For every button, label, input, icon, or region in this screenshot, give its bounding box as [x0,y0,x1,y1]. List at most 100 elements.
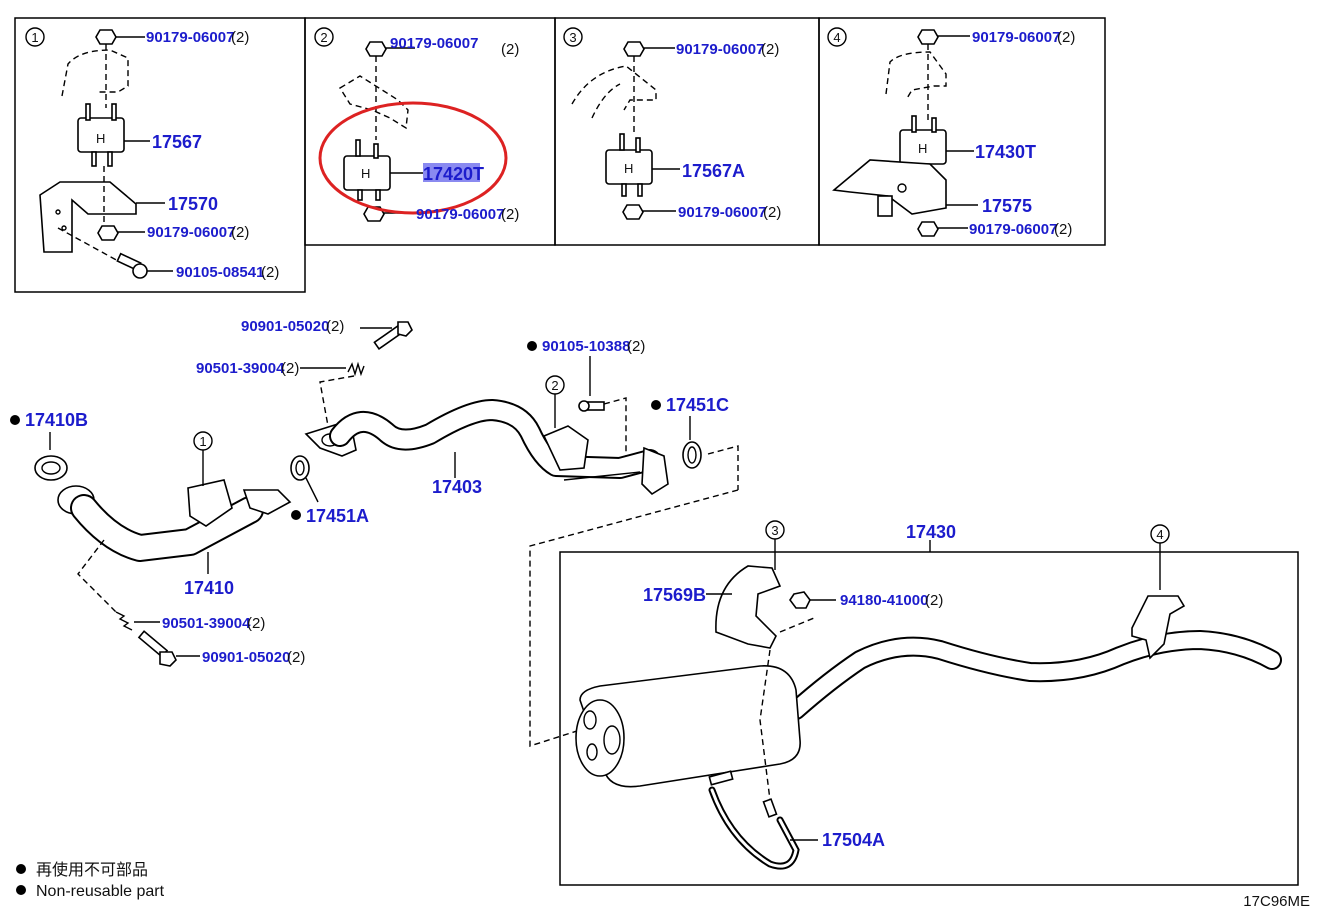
nut-icon [622,204,644,220]
legend-text-cn: 再使用不可部品 [36,861,148,879]
qty-label: (2) [1054,221,1072,238]
spring-icon [115,611,133,631]
part-label-90179-06007: 90179-06007 [416,206,504,223]
qty-label: (2) [1057,29,1075,46]
svg-text:H: H [361,166,370,181]
callout-circle-3 [563,27,583,47]
part-label-17504A: 17504A [822,830,885,850]
callout-2-main-label: 2 [551,378,558,393]
part-label-90179-06007: 90179-06007 [972,29,1060,46]
nut-icon [917,221,939,237]
qty-label: (2) [231,29,249,46]
qty-label: (2) [247,615,265,632]
qty-label: (2) [501,41,519,58]
bolt-90901-05020-top [360,321,413,350]
callout-4-label: 4 [833,30,840,45]
qty-label: (2) [627,338,645,355]
part-label-90179-06007: 90179-06007 [678,204,766,221]
part-label-90105-10388: 90105-10388 [542,338,630,355]
gasket-icon [290,455,310,481]
nut-icon [789,591,811,609]
inset-box-4 [818,17,1106,246]
hanger-bracket-icon [1131,595,1186,660]
muffler-icon [579,665,801,788]
qty-label: (2) [761,41,779,58]
diagram-code: 17C96ME [1243,893,1310,910]
pipe-17410 [57,479,292,562]
qty-label: (2) [287,649,305,666]
flange-icon [242,489,292,515]
callout-3-label: 3 [569,30,576,45]
part-label-17569B: 17569B [643,585,706,605]
part-label-17430T: 17430T [975,142,1036,162]
inset-1-drawing: H [39,29,173,279]
qty-label: (2) [231,224,249,241]
inset-2-drawing: H [339,41,424,222]
legend-text-en: Non-reusable part [36,883,165,900]
qty-label: (2) [261,264,279,281]
qty-label: (2) [501,206,519,223]
part-label-90501-39004: 90501-39004 [196,360,285,377]
part-label-17410B: 17410B [25,410,88,430]
muffler-assembly-box [559,551,1299,886]
bracket-icon [39,181,137,253]
flange-icon [641,446,669,496]
gasket-icon [682,441,702,469]
spring-icon [347,361,365,377]
callout-circle-2 [314,27,334,47]
non-reusable-dot [16,864,26,874]
part-label-90105-08541: 90105-08541 [176,264,264,281]
non-reusable-dot [10,415,20,425]
inset-boxes [14,17,1106,293]
rubber-mount-icon [77,117,125,153]
highlight-ellipse [318,101,508,215]
non-reusable-dot [651,400,661,410]
svg-text:H: H [918,141,927,156]
callout-circle-4 [827,27,847,47]
part-label-90179-06007: 90179-06007 [146,29,234,46]
inset-3-drawing: H [571,41,680,220]
muffler-17430 [575,665,801,788]
nut-icon [97,225,119,241]
non-reusable-dot [291,510,301,520]
part-label-90901-05020: 90901-05020 [241,318,329,335]
tail-pipe [786,595,1282,720]
spring-top [300,361,365,427]
bracket-icon [187,479,233,527]
callout-1-label: 1 [31,30,38,45]
legend: 再使用不可部品 Non-reusable part [16,861,165,900]
part-label-17451A: 17451A [306,506,369,526]
qty-label: (2) [281,360,299,377]
part-label-17567: 17567 [152,132,202,152]
callout-circle-1 [25,27,45,47]
part-label-17430: 17430 [906,522,956,542]
bracket-icon [832,159,947,215]
nut-icon [365,41,387,57]
part-label-17403: 17403 [432,477,482,497]
part-label-17410: 17410 [184,578,234,598]
rubber-mount-icon [605,149,653,185]
part-label-90501-39004: 90501-39004 [162,615,251,632]
gasket-icon [34,455,68,481]
part-label-90179-06007: 90179-06007 [969,221,1057,238]
part-label-90179-06007: 90179-06007 [676,41,764,58]
part-label-17567A: 17567A [682,161,745,181]
nut-icon [917,29,939,45]
selection-highlight [423,163,480,182]
part-label-17420T[interactable]: 17420T [423,164,484,184]
nut-icon [95,29,117,45]
svg-text:H: H [96,131,105,146]
non-reusable-dot [527,341,537,351]
callout-2-label: 2 [320,30,327,45]
part-label-90179-06007: 90179-06007 [147,224,235,241]
callout-1-main-label: 1 [199,434,206,449]
callout-4-main-label: 4 [1156,527,1163,542]
svg-text:H: H [624,161,633,176]
part-label-17575: 17575 [982,196,1032,216]
inset-callouts: 1 2 3 4 [25,27,847,47]
part-label-90901-05020: 90901-05020 [202,649,290,666]
part-label-17570: 17570 [168,194,218,214]
pipe-17403 [304,399,669,496]
callout-3-main-label: 3 [771,523,778,538]
